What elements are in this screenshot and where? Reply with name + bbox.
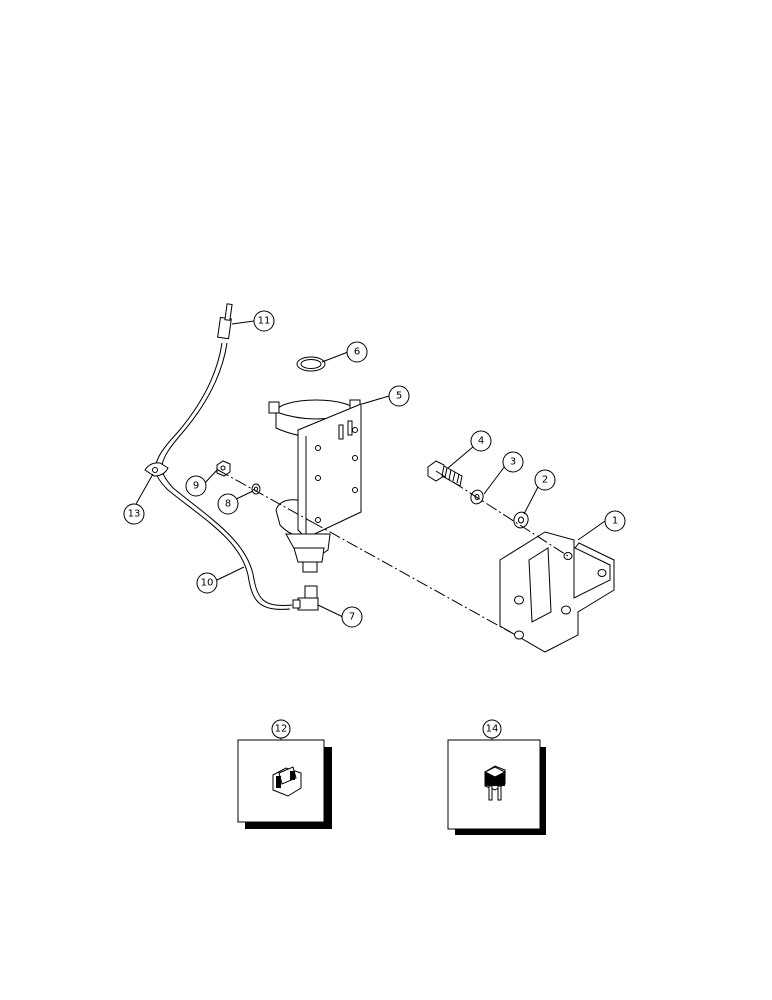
- o-ring: [296, 356, 326, 372]
- callout-10: 10: [196, 572, 218, 594]
- callout-8-label: 8: [225, 499, 231, 510]
- callout-14-label: 14: [486, 724, 499, 735]
- callout-leaders: [135, 320, 606, 740]
- callout-13: 13: [123, 503, 145, 525]
- alignment-lines: [217, 469, 569, 633]
- callout-6: 6: [346, 341, 368, 363]
- callout-3-label: 3: [510, 457, 516, 468]
- callout-6-label: 6: [354, 347, 360, 358]
- callout-2: 2: [534, 469, 556, 491]
- callout-7: 7: [341, 606, 363, 628]
- callout-9-label: 9: [193, 481, 199, 492]
- nut: [216, 460, 231, 477]
- elbow-fitting: [292, 585, 319, 611]
- callout-12-label: 12: [275, 724, 288, 735]
- callout-5-label: 5: [396, 391, 402, 402]
- callout-4: 4: [470, 430, 492, 452]
- cable-clip: [144, 462, 169, 477]
- callout-2-label: 2: [542, 475, 548, 486]
- callout-8: 8: [217, 493, 239, 515]
- callout-5: 5: [388, 385, 410, 407]
- callout-9: 9: [185, 475, 207, 497]
- inset-switch: [237, 739, 332, 829]
- callout-7-label: 7: [349, 612, 355, 623]
- callout-11: 11: [253, 310, 275, 332]
- callout-13-label: 13: [128, 509, 141, 520]
- callout-1: 1: [604, 510, 626, 532]
- callout-3: 3: [502, 451, 524, 473]
- callout-12: 12: [271, 719, 291, 739]
- sensor-harness: [155, 303, 293, 610]
- flat-washer: [513, 511, 529, 529]
- callout-1-label: 1: [612, 516, 618, 527]
- callout-4-label: 4: [478, 436, 484, 447]
- inset-fuse: [447, 739, 546, 835]
- callout-10-label: 10: [201, 578, 214, 589]
- filter-assembly: [268, 399, 362, 573]
- callout-14: 14: [482, 719, 502, 739]
- callout-11-label: 11: [258, 316, 271, 327]
- mounting-bracket: [499, 531, 615, 653]
- bolt: [427, 460, 463, 487]
